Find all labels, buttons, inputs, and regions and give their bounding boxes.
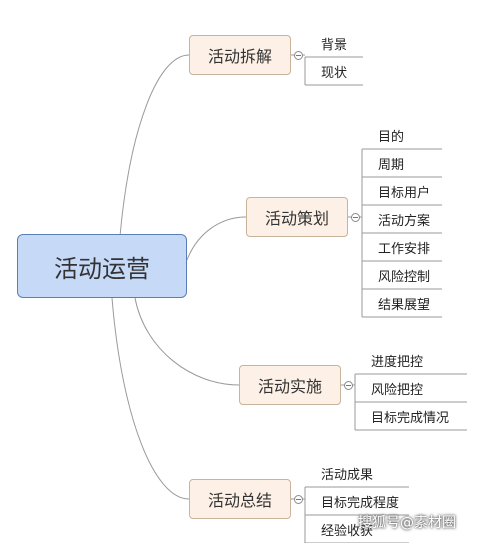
leaf-node[interactable]: 活动成果 — [321, 467, 374, 483]
root-to-branch-connector — [134, 297, 240, 386]
collapse-toggle-icon[interactable] — [294, 495, 303, 504]
leaf-node[interactable]: 目标完成程度 — [321, 495, 400, 511]
watermark: 搜狐号@素材圈 — [358, 515, 456, 531]
leaf-node[interactable]: 周期 — [378, 157, 405, 173]
leaf-node[interactable]: 风险控制 — [378, 269, 431, 285]
root-to-branch-connector — [119, 54, 190, 237]
leaf-node[interactable]: 目标完成情况 — [371, 410, 450, 426]
leaf-node[interactable]: 目标用户 — [378, 185, 431, 201]
leaf-node[interactable]: 进度把控 — [371, 354, 424, 370]
branch-activity-summary[interactable]: 活动总结 — [189, 479, 291, 519]
leaf-node[interactable]: 工作安排 — [378, 241, 431, 257]
collapse-toggle-icon[interactable] — [294, 51, 303, 60]
branch-activity-implementation[interactable]: 活动实施 — [239, 365, 341, 405]
leaf-node[interactable]: 经验收获 — [321, 523, 374, 539]
branch-activity-breakdown[interactable]: 活动拆解 — [189, 35, 291, 75]
collapse-toggle-icon[interactable] — [351, 213, 360, 222]
leaf-node[interactable]: 活动方案 — [378, 213, 431, 229]
leaf-node[interactable]: 风险把控 — [371, 382, 424, 398]
leaf-node[interactable]: 背景 — [321, 37, 348, 53]
leaf-node[interactable]: 结果展望 — [378, 297, 431, 313]
root-to-branch-connector — [111, 297, 190, 500]
root-to-branch-connector — [186, 216, 247, 261]
leaf-node[interactable]: 现状 — [321, 65, 348, 81]
branch-activity-planning[interactable]: 活动策划 — [246, 197, 348, 237]
collapse-toggle-icon[interactable] — [344, 381, 353, 390]
root-node[interactable]: 活动运营 — [17, 234, 187, 298]
leaf-node[interactable]: 目的 — [378, 129, 405, 145]
